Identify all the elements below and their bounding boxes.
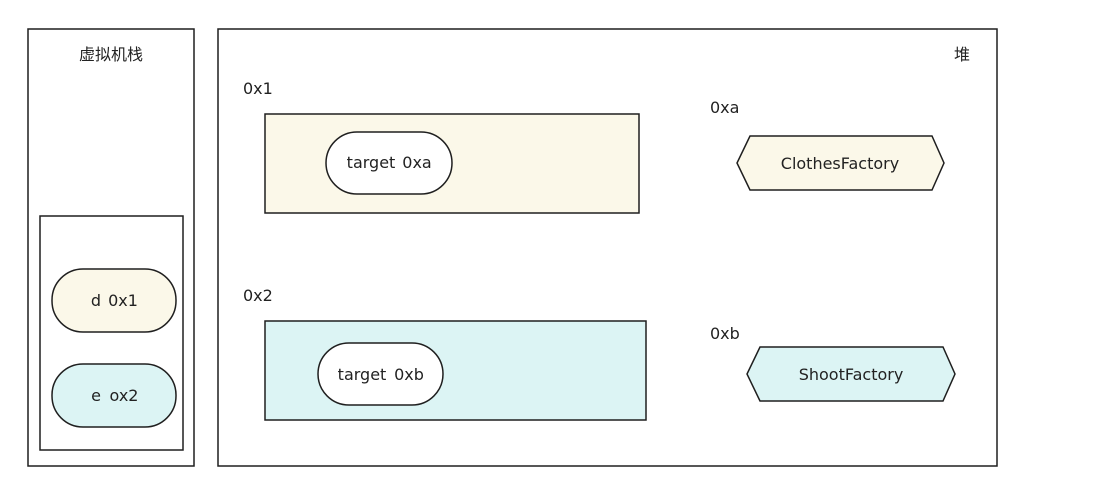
heap-factory-0xa: 0xa ClothesFactory	[710, 98, 945, 191]
stack-panel: 虚拟机栈 d 0x1 e ox2	[27, 28, 195, 467]
heap-object-0x2-field-pill	[317, 342, 444, 406]
heap-title: 堆	[954, 45, 970, 64]
stack-var-d: d 0x1	[51, 268, 177, 333]
stack-var-e-value: ox2	[110, 386, 139, 405]
heap-factory-0xa-name: ClothesFactory	[781, 154, 899, 173]
heap-factory-0xb: 0xb ShootFactory	[710, 324, 956, 402]
stack-var-e-name: e	[91, 386, 101, 405]
heap-object-0x1-field-value: 0xa	[402, 153, 431, 172]
heap-object-0x2-address: 0x2	[243, 286, 273, 305]
heap-object-0x2-field-name: target	[338, 365, 387, 384]
stack-var-d-name: d	[91, 291, 101, 310]
heap-object-0x2-field-value: 0xb	[394, 365, 424, 384]
heap-factory-0xa-address: 0xa	[710, 98, 739, 117]
heap-object-0x2: 0x2 target 0xb	[243, 286, 647, 421]
stack-var-d-value: 0x1	[108, 291, 138, 310]
heap-factory-0xb-shape	[746, 346, 956, 402]
heap-object-0x1: 0x1 target 0xa	[243, 79, 640, 214]
stack-var-e: e ox2	[51, 363, 177, 428]
stack-var-d-pill	[51, 268, 177, 333]
heap-object-0x1-address: 0x1	[243, 79, 273, 98]
heap-factory-0xb-address: 0xb	[710, 324, 740, 343]
heap-panel: 堆 0x1 target 0xa 0x2 target 0xb 0xa Clot…	[217, 28, 998, 467]
heap-factory-0xa-shape	[736, 135, 945, 191]
stack-title: 虚拟机栈	[79, 45, 143, 64]
heap-object-0x1-field-pill	[325, 131, 453, 195]
stack-var-e-pill	[51, 363, 177, 428]
heap-object-0x1-field-name: target	[347, 153, 396, 172]
heap-factory-0xb-name: ShootFactory	[799, 365, 904, 384]
